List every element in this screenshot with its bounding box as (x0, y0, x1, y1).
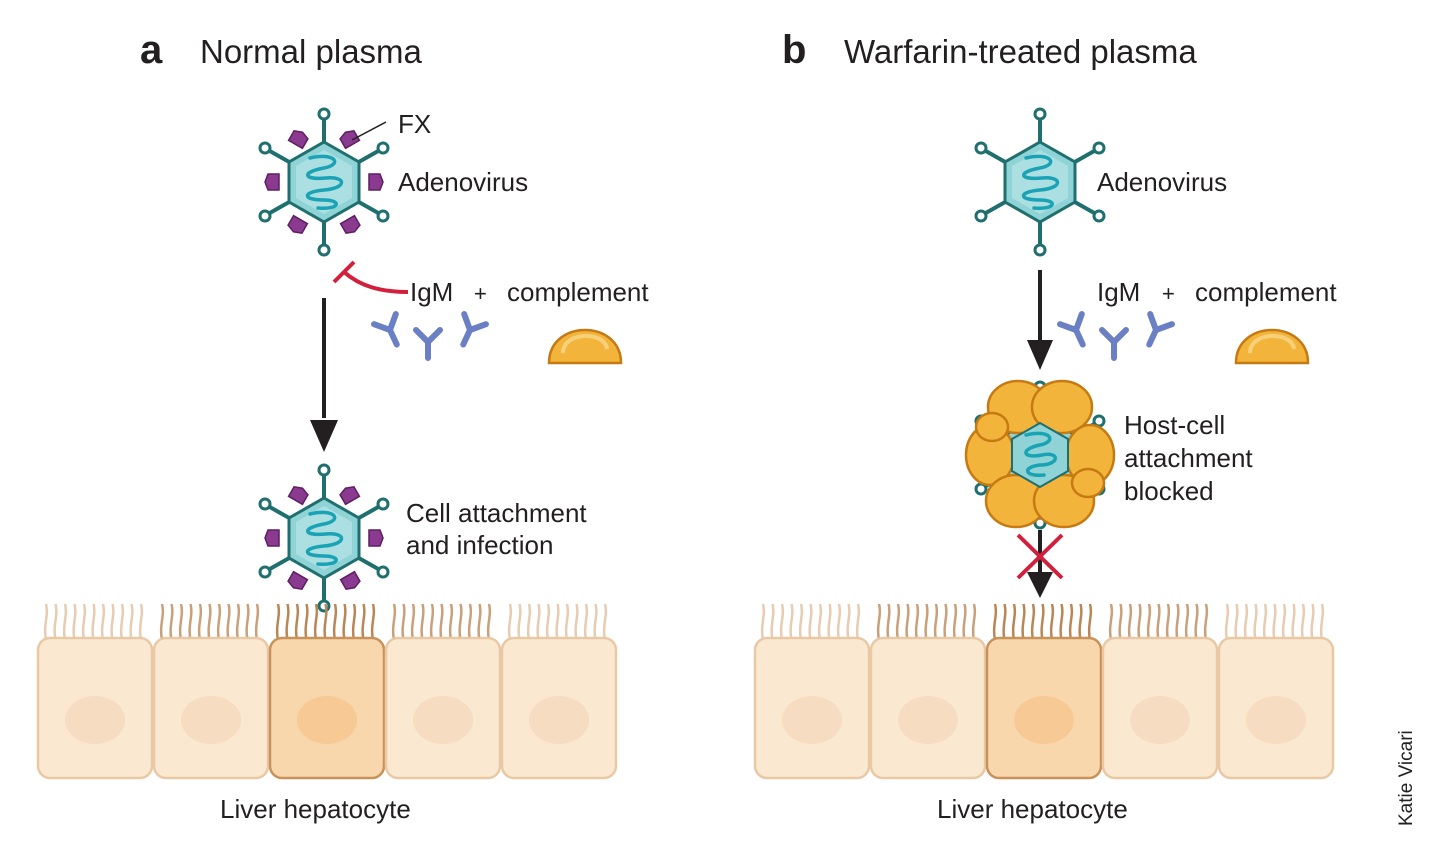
plus-sign-a: + (474, 281, 487, 306)
complement-label-a: complement (507, 277, 649, 307)
adenovirus-label-b: Adenovirus (1097, 167, 1228, 197)
outcome-a-line1: Cell attachment (406, 498, 587, 528)
outcome-b-line2: attachment (1124, 443, 1253, 473)
nucleus (898, 696, 958, 744)
nucleus (529, 696, 589, 744)
nucleus (413, 696, 473, 744)
nucleus (65, 696, 125, 744)
cell-label-b: Liver hepatocyte (937, 794, 1128, 824)
nucleus (1130, 696, 1190, 744)
nucleus (297, 696, 357, 744)
hepatocyte-cell (384, 603, 502, 780)
outcome-b-line3: blocked (1124, 476, 1214, 506)
panel-b-top-virus (974, 107, 1106, 257)
hepatocyte-cell (152, 603, 270, 780)
panel-a-letter: a (140, 28, 163, 72)
nucleus (1014, 696, 1074, 744)
hepatocyte-cell-target (268, 603, 386, 780)
adenovirus-label-a: Adenovirus (398, 167, 529, 197)
hepatocyte-cell (753, 603, 871, 780)
nucleus (1246, 696, 1306, 744)
igm-label-b: IgM (1097, 277, 1141, 307)
inhibition-symbol (332, 260, 409, 294)
hepatocyte-cell (1217, 603, 1335, 780)
igm-label-a: IgM (410, 277, 454, 307)
hepatocyte-cell-target (985, 603, 1103, 780)
igm-antibodies-b (1060, 314, 1172, 358)
blocked-x-mark (1016, 533, 1064, 580)
nucleus (782, 696, 842, 744)
cell-label-a: Liver hepatocyte (220, 794, 411, 824)
complement-coated-virus (964, 379, 1116, 530)
complement-protein-a (547, 328, 623, 365)
hepatocyte-cell (869, 603, 987, 780)
igm-antibodies-a (374, 314, 486, 358)
outcome-a-line2: and infection (406, 530, 554, 560)
panel-b-letter: b (782, 28, 807, 72)
panel-a-title: Normal plasma (200, 33, 422, 70)
illustrator-credit: Katie Vicari (1396, 730, 1417, 826)
hepatocyte-row-b (753, 603, 1335, 780)
hepatocyte-cell (36, 603, 154, 780)
hepatocyte-cell (1101, 603, 1219, 780)
panel-b-title: Warfarin-treated plasma (844, 33, 1197, 70)
panel-a-bound-virus (258, 463, 390, 613)
fx-label: FX (398, 109, 432, 139)
complement-label-b: complement (1195, 277, 1337, 307)
outcome-b-line1: Host-cell (1124, 410, 1226, 440)
fx-pointer-line (351, 121, 387, 141)
hepatocyte-row-a (36, 603, 618, 780)
hepatocyte-cell (500, 603, 618, 780)
complement-protein-b (1234, 328, 1310, 365)
plus-sign-b: + (1162, 281, 1175, 306)
nucleus (181, 696, 241, 744)
